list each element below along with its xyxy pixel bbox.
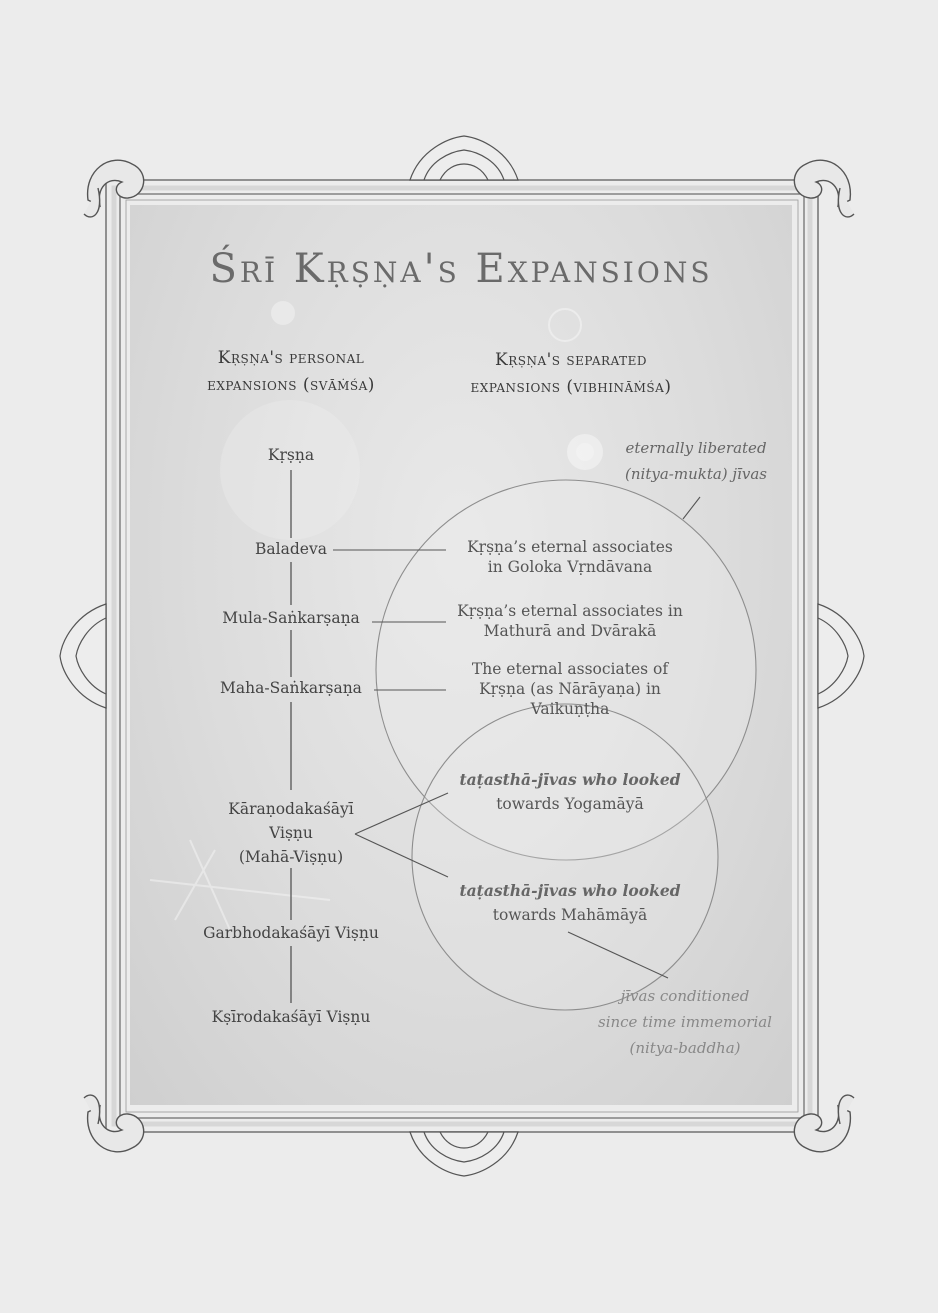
goloka-line-1: Kṛṣṇa’s eternal associates bbox=[467, 538, 673, 556]
conditioned-line-2: since time immemorial bbox=[598, 1013, 772, 1031]
corner-ornament-bottom-right bbox=[793, 1094, 855, 1153]
karana-line-3: (Mahā-Viṣṇu) bbox=[238, 848, 344, 866]
vaikuntha-line-1: The eternal associates of bbox=[471, 660, 669, 678]
lotus-ornament-left bbox=[59, 603, 107, 709]
conditioned-circle bbox=[411, 703, 719, 1011]
liberated-circle bbox=[375, 479, 757, 861]
personal-heading-line-2: expansions (svāṁśa) bbox=[207, 375, 375, 395]
lotus-ornament-bottom bbox=[409, 1131, 519, 1177]
circles bbox=[375, 479, 757, 1011]
assoc-vaikuntha: The eternal associates of Kṛṣṇa (as Nārā… bbox=[440, 659, 700, 719]
goloka-line-2: in Goloka Vṛndāvana bbox=[487, 558, 653, 576]
karana-line-1: Kāraṇodakaśāyī bbox=[228, 800, 354, 818]
separated-heading-line-2: expansions (vibhināṁśa) bbox=[470, 377, 672, 397]
annotation-nitya-baddha: jīvas conditioned since time immemorial … bbox=[590, 983, 780, 1061]
karana-line-2: Viṣṇu bbox=[269, 824, 313, 842]
mathura-line-2: Mathurā and Dvārakā bbox=[483, 622, 657, 640]
lotus-ornament-top bbox=[409, 135, 519, 181]
assoc-goloka: Kṛṣṇa’s eternal associates in Goloka Vṛn… bbox=[440, 537, 700, 577]
node-baladeva: Baladeva bbox=[255, 540, 327, 558]
vaikuntha-line-2: Kṛṣṇa (as Nārāyaṇa) in bbox=[479, 680, 661, 698]
conditioned-line-1: jīvas conditioned bbox=[620, 987, 750, 1005]
personal-expansions-heading: Kṛṣṇa's personal expansions (svāṁśa) bbox=[178, 345, 404, 399]
connector-lines bbox=[333, 496, 701, 979]
corner-ornament-top-right bbox=[793, 159, 855, 218]
yogamaya-line-2: towards Yogamāyā bbox=[496, 795, 644, 813]
lotus-ornament-right bbox=[817, 603, 865, 709]
liberated-line-1: eternally liberated bbox=[625, 439, 767, 457]
personal-heading-line-1: Kṛṣṇa's personal bbox=[217, 348, 365, 368]
assoc-mathura-dvaraka: Kṛṣṇa’s eternal associates in Mathurā an… bbox=[440, 601, 700, 641]
assoc-yogamaya: taṭasthā-jīvas who looked towards Yogamā… bbox=[440, 768, 700, 816]
node-garbhodakasayi-visnu: Garbhodakaśāyī Viṣṇu bbox=[203, 924, 379, 942]
mathura-line-1: Kṛṣṇa’s eternal associates in bbox=[457, 602, 683, 620]
node-krsna: Kṛṣṇa bbox=[267, 446, 315, 464]
separated-heading-line-1: Kṛṣṇa's separated bbox=[495, 350, 647, 370]
panel-background bbox=[130, 205, 792, 1105]
corner-ornament-bottom-left bbox=[83, 1094, 145, 1153]
conditioned-line-3: (nitya-baddha) bbox=[629, 1039, 741, 1057]
yogamaya-line-1: taṭasthā-jīvas who looked bbox=[459, 770, 681, 789]
node-ksirodakasayi-visnu: Kṣīrodakaśāyī Viṣṇu bbox=[211, 1008, 371, 1026]
separated-expansions-heading: Kṛṣṇa's separated expansions (vibhināṁśa… bbox=[436, 347, 706, 401]
node-mula-sankarsana: Mula-Saṅkarṣaṇa bbox=[222, 609, 360, 627]
page-title: Śrī Kṛṣṇa's Expansions bbox=[209, 246, 713, 292]
assoc-mahamaya: taṭasthā-jīvas who looked towards Mahāmā… bbox=[440, 879, 700, 927]
mahamaya-line-2: towards Mahāmāyā bbox=[492, 906, 648, 924]
corner-ornament-top-left bbox=[83, 159, 145, 218]
background-ornaments bbox=[149, 301, 603, 931]
node-karanodakasayi-visnu: Kāraṇodakaśāyī Viṣṇu (Mahā-Viṣṇu) bbox=[191, 797, 391, 869]
mahamaya-line-1: taṭasthā-jīvas who looked bbox=[459, 881, 681, 900]
node-maha-sankarsana: Maha-Saṅkarṣaṇa bbox=[220, 679, 362, 697]
annotation-nitya-mukta: eternally liberated (nitya-mukta) jīvas bbox=[606, 435, 786, 487]
liberated-line-2: (nitya-mukta) jīvas bbox=[625, 465, 767, 483]
vaikuntha-line-3: Vaikuṇṭha bbox=[530, 700, 610, 718]
